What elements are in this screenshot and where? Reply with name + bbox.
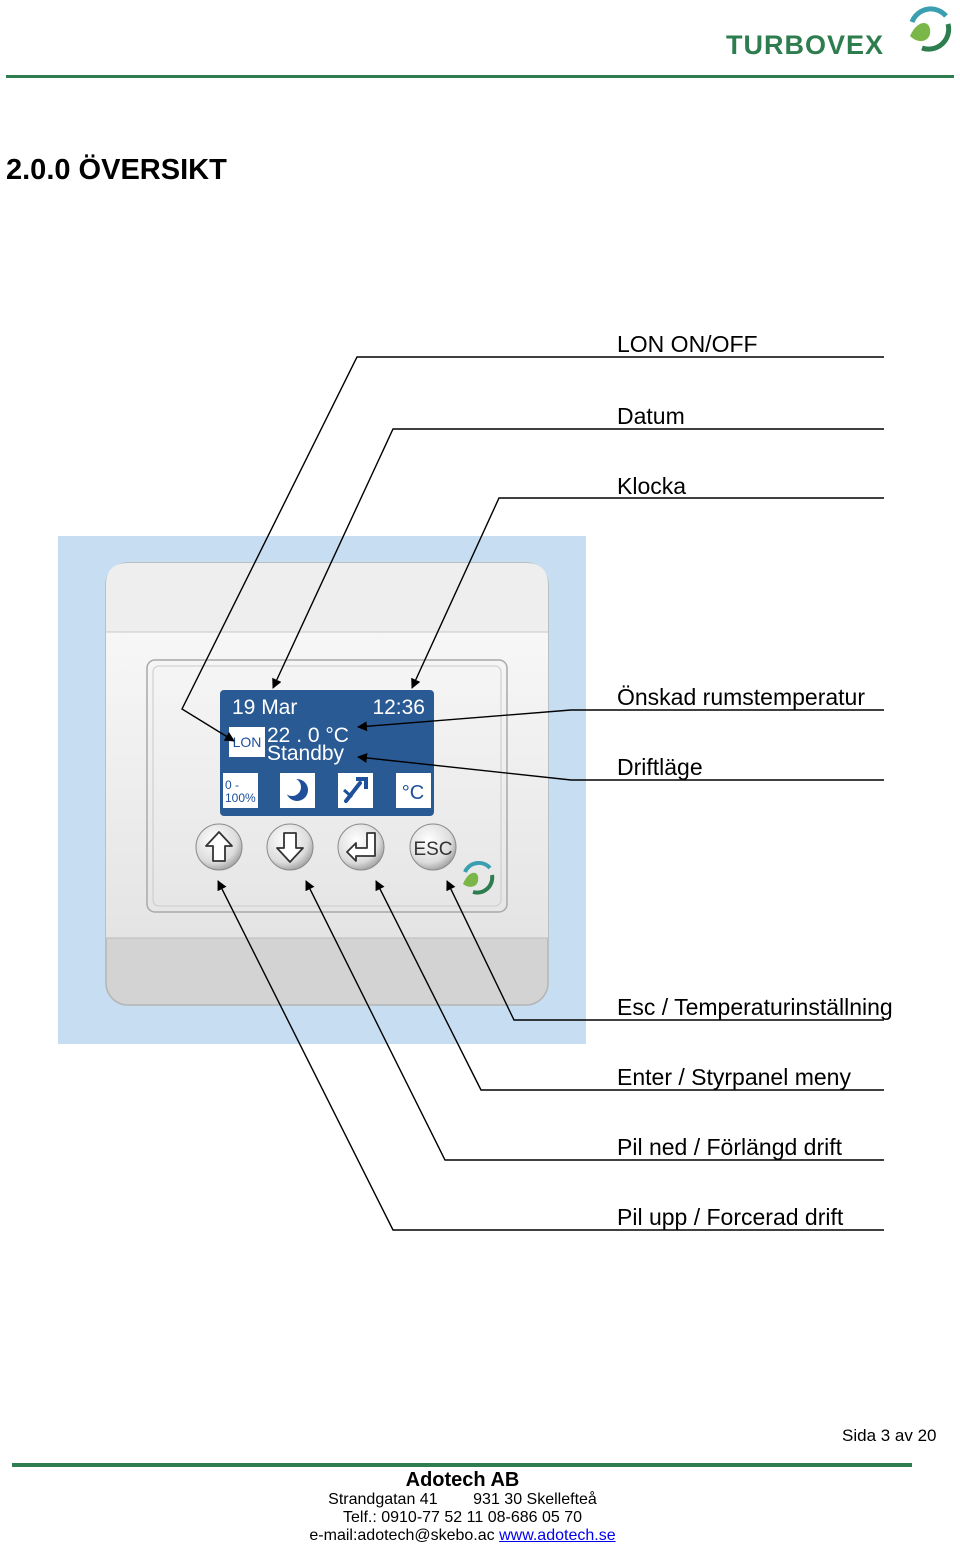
enter-icon bbox=[346, 832, 376, 862]
panel-logo-icon bbox=[463, 860, 495, 895]
lon-badge-label: LON bbox=[233, 734, 262, 750]
label-mode: Driftläge bbox=[617, 754, 703, 780]
label-lon: LON ON/OFF bbox=[617, 331, 758, 357]
callout-line-desired-temp bbox=[357, 709, 884, 732]
callout-line-enter bbox=[375, 880, 884, 1091]
down-button[interactable] bbox=[266, 823, 314, 871]
callout-lines bbox=[181, 356, 884, 1231]
fan-range-badge bbox=[223, 773, 258, 808]
esc-button[interactable]: ESC bbox=[409, 823, 457, 871]
callout-line-date bbox=[272, 428, 884, 689]
section-title: 2.0.0 ÖVERSIKT bbox=[6, 154, 227, 186]
page-number: Sida 3 av 20 bbox=[842, 1426, 937, 1445]
lon-badge bbox=[229, 727, 265, 757]
up-button[interactable] bbox=[195, 823, 243, 871]
footer-contact: e-mail:adotech@skebo.ac www.adotech.se bbox=[0, 1527, 925, 1545]
footer-phone: Telf.: 0910-77 52 11 08-686 05 70 bbox=[343, 1509, 582, 1526]
label-down: Pil ned / Förlängd drift bbox=[617, 1134, 843, 1160]
label-enter: Enter / Styrpanel meny bbox=[617, 1064, 851, 1090]
fan-range-bottom: 100% bbox=[225, 791, 256, 805]
temperature-tile bbox=[396, 773, 431, 808]
enter-button[interactable] bbox=[337, 823, 385, 871]
header-rule bbox=[6, 75, 954, 78]
callout-line-clock bbox=[411, 497, 884, 689]
footer-address: Strandgatan 41 931 30 Skellefteå bbox=[328, 1491, 597, 1508]
footer-website-link[interactable]: www.adotech.se bbox=[499, 1527, 616, 1544]
label-date: Datum bbox=[617, 403, 685, 429]
footer-company: Adotech AB bbox=[405, 1469, 520, 1491]
lcd-time: 12:36 bbox=[372, 696, 425, 719]
lcd-screen: 19 Mar 12:36 LON 22 . 0 °C Standby 0 - 1… bbox=[220, 690, 434, 816]
label-clock: Klocka bbox=[617, 473, 687, 499]
label-up: Pil upp / Forcerad drift bbox=[617, 1204, 844, 1230]
esc-button-label: ESC bbox=[413, 839, 452, 860]
footer-rule bbox=[12, 1463, 912, 1467]
footer-email: e-mail:adotech@skebo.ac bbox=[309, 1527, 495, 1544]
fan-range-top: 0 - bbox=[225, 778, 239, 792]
lcd-date: 19 Mar bbox=[232, 696, 297, 719]
arrow-up-icon bbox=[205, 831, 233, 862]
wrench-icon bbox=[343, 777, 368, 803]
moon-icon bbox=[283, 778, 308, 801]
callout-line-lon bbox=[181, 356, 884, 742]
callout-line-down bbox=[305, 880, 884, 1161]
arrow-down-icon bbox=[276, 832, 304, 863]
callout-line-up bbox=[217, 880, 884, 1231]
celsius-icon: °C bbox=[402, 782, 424, 804]
label-desired-temp: Önskad rumstemperatur bbox=[617, 684, 865, 710]
callout-line-esc bbox=[446, 880, 884, 1021]
lcd-temperature: 22 . 0 °C bbox=[267, 724, 349, 747]
lcd-mode: Standby bbox=[267, 742, 345, 765]
callout-line-mode bbox=[357, 752, 884, 781]
label-esc: Esc / Temperaturinställning bbox=[617, 994, 893, 1020]
turbovex-logo: TURBOVEX bbox=[726, 30, 885, 60]
